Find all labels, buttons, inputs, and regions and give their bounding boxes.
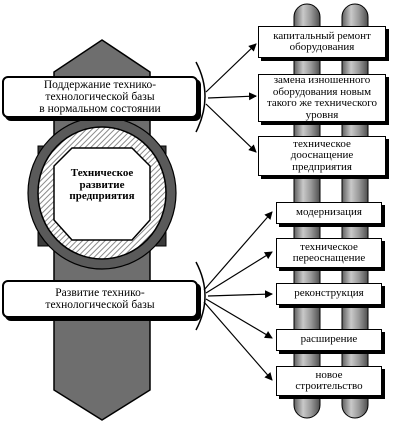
item-line: новое bbox=[315, 368, 343, 381]
arrow-upper-2 bbox=[207, 92, 257, 101]
maintenance-box: Поддержание технико- технологической баз… bbox=[2, 76, 198, 118]
development-line: Развитие технико- bbox=[55, 287, 145, 299]
upper-arrows bbox=[205, 43, 257, 153]
equipment-replacement-box: замена изношенного оборудования новым та… bbox=[258, 74, 386, 122]
arrow-lower-5 bbox=[203, 301, 273, 381]
re-equipment-box: техническое переоснащение bbox=[276, 238, 382, 268]
arrow-lower-4 bbox=[205, 298, 273, 339]
arrow-upper-1 bbox=[205, 43, 257, 93]
arrow-lower-3 bbox=[207, 290, 273, 299]
maintenance-line: технологической базы bbox=[45, 91, 155, 103]
item-line: строительство bbox=[295, 380, 363, 392]
arrow-lower-1 bbox=[203, 211, 273, 291]
maintenance-line: Поддержание технико- bbox=[43, 79, 157, 91]
item-line: замена изношенного bbox=[273, 74, 371, 86]
maintenance-line: в нормальном состоянии bbox=[39, 103, 161, 115]
upper-brace bbox=[195, 61, 206, 133]
center-title-line: развитие bbox=[79, 178, 125, 191]
item-line: техническое bbox=[300, 240, 358, 253]
technical-retrofit-box: техническое дооснащение предприятия bbox=[258, 136, 386, 176]
center-title: Техническое развитие предприятия bbox=[50, 167, 154, 203]
item-line: дооснащение bbox=[290, 149, 354, 162]
item-line: реконструкция bbox=[294, 287, 364, 300]
lower-arrows bbox=[203, 211, 273, 381]
capital-repair-box: капитальный ремонт оборудования bbox=[258, 26, 386, 58]
reconstruction-box: реконструкция bbox=[276, 283, 382, 305]
lower-brace bbox=[195, 261, 206, 331]
center-column bbox=[27, 39, 177, 421]
center-octagon bbox=[53, 147, 151, 241]
center-title-line: Техническое bbox=[70, 167, 134, 179]
expansion-box: расширение bbox=[276, 329, 382, 351]
item-line: предприятия bbox=[292, 160, 352, 173]
modernization-box: модернизация bbox=[276, 202, 382, 224]
item-line: такого же технического bbox=[266, 97, 378, 109]
item-line: расширение bbox=[300, 333, 358, 346]
center-title-line: предприятия bbox=[69, 190, 135, 202]
item-line: переоснащение bbox=[292, 252, 366, 264]
arrow-lower-2 bbox=[205, 251, 273, 294]
item-line: капитальный ремонт bbox=[273, 29, 371, 42]
development-line: технологической базы bbox=[45, 299, 155, 311]
item-line: уровня bbox=[305, 108, 339, 121]
item-line: оборудования bbox=[289, 41, 355, 53]
item-line: оборудования новым bbox=[272, 85, 372, 98]
arrow-upper-3 bbox=[205, 103, 257, 153]
new-construction-box: новое строительство bbox=[276, 366, 382, 396]
development-box: Развитие технико- технологической базы bbox=[2, 280, 198, 318]
item-line: модернизация bbox=[296, 206, 362, 219]
item-line: техническое bbox=[293, 137, 351, 150]
